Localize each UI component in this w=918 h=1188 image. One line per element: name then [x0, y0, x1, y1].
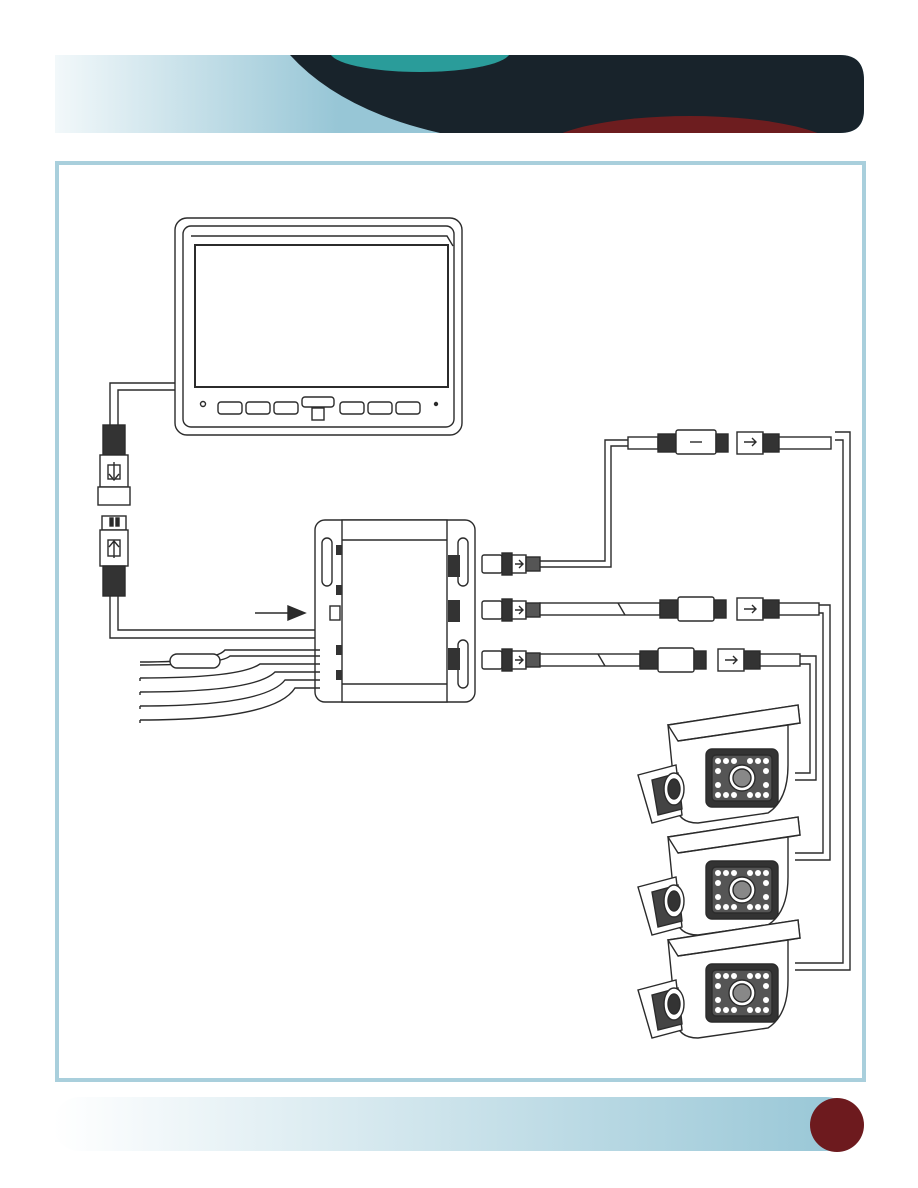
- footer-bar: [0, 1090, 918, 1160]
- page-badge: [810, 1098, 864, 1152]
- inline-fuse: [170, 654, 220, 668]
- switch-box-icon: [315, 520, 475, 702]
- backup-camera-icon: [638, 705, 800, 823]
- pointer-arrow-icon: [255, 606, 305, 620]
- power-wires: [140, 650, 320, 723]
- footer-gradient: [53, 1097, 853, 1151]
- 4-pin-connector-icon: [98, 425, 315, 638]
- monitor-icon: [175, 218, 462, 435]
- backup-camera-icon: [638, 817, 800, 935]
- box-output-connectors: [482, 553, 540, 671]
- monitor-cable: [110, 383, 175, 425]
- backup-camera-icon: [638, 920, 800, 1038]
